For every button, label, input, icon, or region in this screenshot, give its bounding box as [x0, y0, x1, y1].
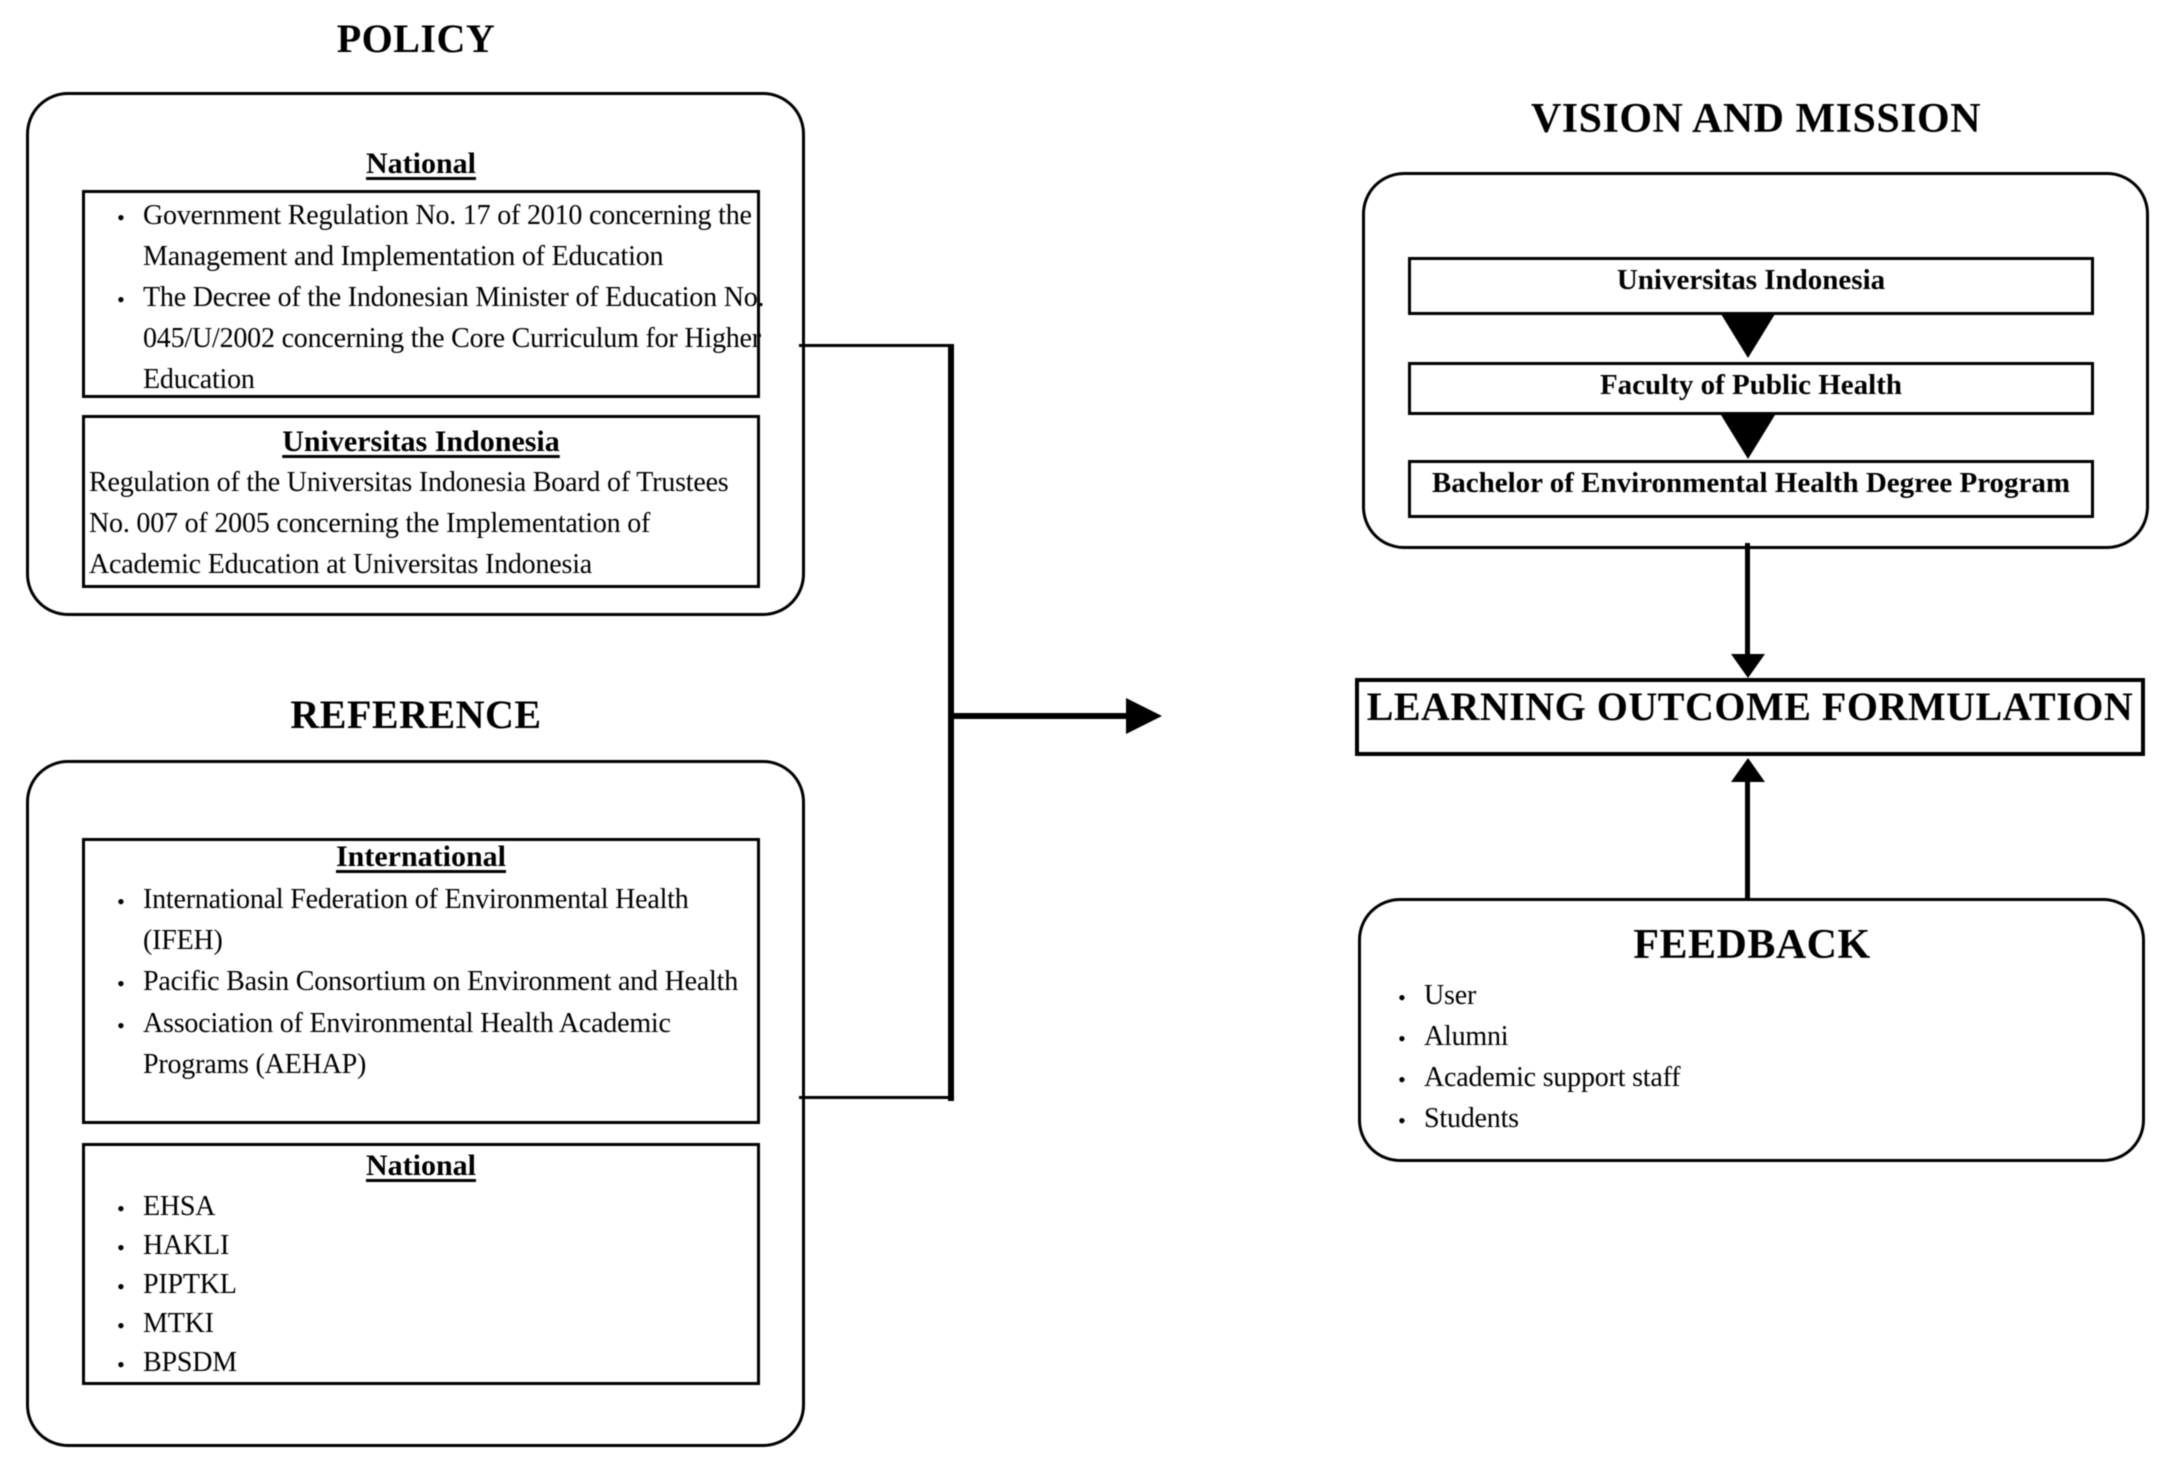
- learning-outcome-box: LEARNING OUTCOME FORMULATION: [1355, 678, 2145, 756]
- policy-national-box: Government Regulation No. 17 of 2010 con…: [82, 190, 765, 400]
- feedback-group-box: [1358, 898, 2145, 1162]
- bullet-icon: [117, 1344, 143, 1383]
- arrow-down-icon: [1721, 314, 1775, 358]
- list-item: User: [1398, 976, 2098, 1017]
- arrow-down-icon: [1731, 654, 1765, 678]
- reference-heading: REFERENCE: [290, 692, 542, 737]
- bullet-icon: [1398, 1017, 1424, 1058]
- list-item: Association of Environmental Health Acad…: [117, 1003, 751, 1085]
- reference-national-title: National: [365, 1149, 476, 1182]
- list-item: Academic support staff: [1398, 1058, 2098, 1099]
- list-item: PIPTKL: [117, 1266, 751, 1305]
- list-item: EHSA: [117, 1188, 751, 1227]
- trunk-connector-line: [948, 344, 954, 1101]
- bullet-icon: [1398, 1099, 1424, 1140]
- list-item: International Federation of Environmenta…: [117, 879, 751, 961]
- bullet-icon: [1398, 976, 1424, 1017]
- vm-level-program: Bachelor of Environmental Health Degree …: [1408, 460, 2094, 518]
- bullet-icon: [117, 1305, 143, 1344]
- vision-mission-heading: VISION AND MISSION: [1530, 96, 1982, 142]
- list-item: HAKLI: [117, 1227, 751, 1266]
- bullet-icon: [117, 195, 143, 237]
- policy-university-title: Universitas Indonesia: [282, 425, 560, 458]
- list-item: MTKI: [117, 1305, 751, 1344]
- policy-heading: POLICY: [336, 16, 496, 61]
- list-item: Students: [1398, 1099, 2098, 1140]
- policy-university-box: Universitas Indonesia Regulation of the …: [82, 415, 760, 588]
- policy-connector-line: [799, 344, 951, 347]
- arrow-up-icon: [1731, 758, 1765, 782]
- bullet-icon: [117, 1188, 143, 1227]
- reference-national-box: National EHSA HAKLI PIPTKL MTKI BPSDM: [82, 1143, 760, 1385]
- inputs-arrow-shaft: [952, 713, 1128, 719]
- bullet-icon: [1398, 1058, 1424, 1099]
- feedback-to-lof-arrow-shaft: [1745, 780, 1750, 900]
- feedback-heading: FEEDBACK: [1633, 922, 1871, 968]
- bullet-icon: [117, 879, 143, 921]
- reference-international-list: International Federation of Environmenta…: [85, 875, 757, 1085]
- arrow-down-icon: [1721, 415, 1775, 459]
- vm-level-faculty: Faculty of Public Health: [1408, 362, 2094, 415]
- reference-international-box: International International Federation o…: [82, 838, 760, 1124]
- policy-national-list: Government Regulation No. 17 of 2010 con…: [85, 193, 765, 400]
- list-item: The Decree of the Indonesian Minister of…: [117, 277, 765, 400]
- feedback-list: User Alumni Academic support staff Stude…: [1398, 976, 2098, 1140]
- list-item: Government Regulation No. 17 of 2010 con…: [117, 195, 752, 277]
- reference-national-list: EHSA HAKLI PIPTKL MTKI BPSDM: [85, 1184, 757, 1383]
- reference-international-title: International: [335, 840, 506, 873]
- vision-mission-group-box: [1362, 172, 2149, 549]
- bullet-icon: [117, 961, 143, 1003]
- bullet-icon: [117, 1266, 143, 1305]
- vm-level-university: Universitas Indonesia: [1408, 257, 2094, 315]
- policy-university-text: Regulation of the Universitas Indonesia …: [89, 467, 729, 580]
- policy-national-title: National: [365, 147, 476, 180]
- bullet-icon: [117, 1003, 143, 1045]
- list-item: BPSDM: [117, 1344, 751, 1383]
- bullet-icon: [117, 277, 143, 319]
- arrow-right-icon: [1126, 698, 1162, 734]
- list-item: Alumni: [1398, 1017, 2098, 1058]
- vm-to-lof-arrow-shaft: [1745, 543, 1750, 655]
- list-item: Pacific Basin Consortium on Environment …: [117, 961, 751, 1003]
- bullet-icon: [117, 1227, 143, 1266]
- reference-connector-line: [799, 1096, 951, 1099]
